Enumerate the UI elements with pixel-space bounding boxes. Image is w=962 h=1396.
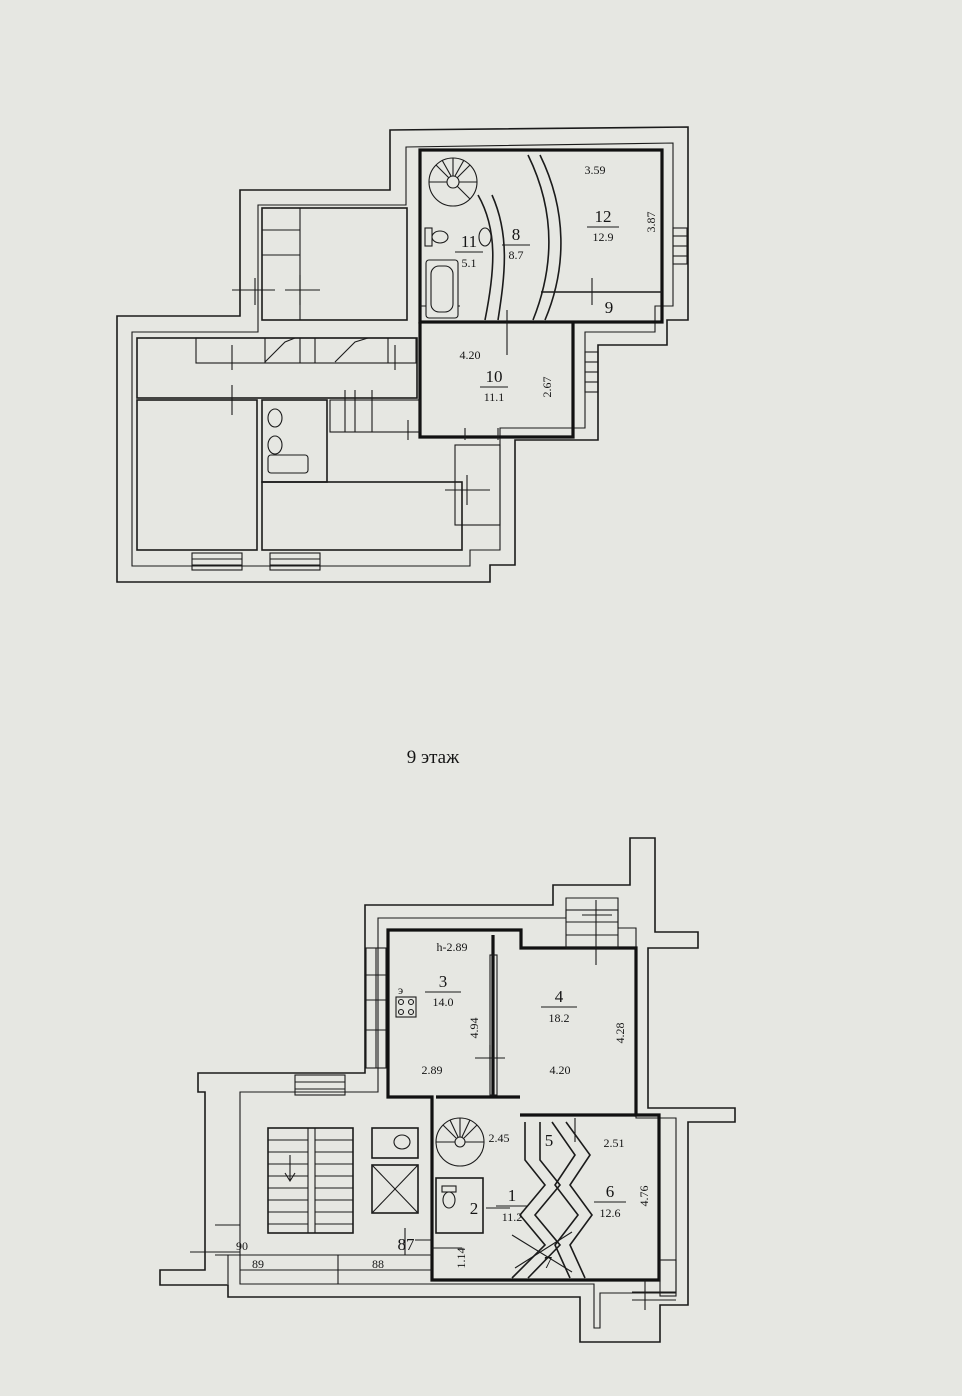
room-area: 12.6 — [600, 1206, 621, 1220]
lower-outer-wall — [159, 837, 736, 1343]
room-number: 12 — [595, 207, 612, 226]
room-label-11: 11 5.1 — [455, 232, 483, 270]
dimension-4-28: 4.28 — [613, 1023, 627, 1044]
dimension-h-2-89: h-2.89 — [437, 940, 468, 954]
room-label-1: 1 11.2 — [496, 1186, 528, 1224]
stove-icon — [395, 996, 417, 1018]
window-icon — [365, 947, 387, 1069]
curved-partition-8 — [477, 194, 494, 321]
toilet-icon — [424, 227, 449, 247]
zigzag-partition — [565, 1121, 593, 1279]
room-number: 10 — [486, 367, 503, 386]
room-number-89: 89 — [252, 1257, 264, 1271]
zigzag-partition — [511, 1122, 547, 1279]
dimension-4-94: 4.94 — [467, 1018, 481, 1039]
room-number: 4 — [555, 987, 564, 1006]
window-icon — [632, 1259, 677, 1310]
room-10-wall — [418, 322, 575, 439]
window-icon — [584, 351, 599, 393]
lower-floor-plan: э — [159, 837, 736, 1343]
upper-outer-wall — [116, 126, 689, 583]
room-area: 11.2 — [502, 1210, 523, 1224]
upper-inner-wall — [131, 142, 674, 567]
room-area: 8.7 — [509, 248, 524, 262]
sink-icon — [478, 227, 492, 247]
staircase-icon — [267, 1127, 354, 1234]
room-label-12: 12 12.9 — [587, 207, 619, 244]
door-marks — [464, 278, 593, 440]
curved-partition-8b — [491, 194, 506, 321]
bathtub-icon — [425, 259, 459, 319]
room-number-7: 7 — [544, 1253, 553, 1272]
spiral-stair-icon — [428, 157, 478, 207]
room-number-87: 87 — [398, 1235, 416, 1254]
room-label-6: 6 12.6 — [594, 1182, 626, 1220]
swing-mark — [511, 1234, 573, 1273]
room-number: 3 — [439, 972, 448, 991]
neighbour-rooms — [136, 207, 501, 551]
room-label-4: 4 18.2 — [541, 987, 577, 1025]
room-label-8: 8 8.7 — [502, 225, 530, 262]
curved-partition-12b — [539, 154, 562, 321]
dimension-4-20: 4.20 — [550, 1063, 571, 1077]
dimension-2-89: 2.89 — [422, 1063, 443, 1077]
window-icon — [191, 552, 243, 571]
room-area: 14.0 — [433, 995, 454, 1009]
room-number-90: 90 — [236, 1239, 248, 1253]
window-icon — [672, 227, 688, 265]
room-area: 18.2 — [549, 1011, 570, 1025]
room-number-9: 9 — [605, 298, 614, 317]
dimension-4-20: 4.20 — [460, 348, 481, 362]
chute-icon — [393, 1134, 411, 1150]
room-number: 1 — [508, 1186, 517, 1205]
toilet-icon — [441, 1185, 457, 1209]
swing-mark — [514, 1231, 573, 1269]
room-number: 8 — [512, 225, 521, 244]
room-label-3: 3 14.0 — [425, 972, 461, 1009]
room-number-2: 2 — [470, 1199, 479, 1218]
lower-apartment-wall — [386, 928, 661, 1282]
chute-box — [371, 1127, 419, 1159]
dimension-2-45: 2.45 — [489, 1131, 510, 1145]
zigzag-partition — [551, 1121, 580, 1279]
room-area: 12.9 — [593, 230, 614, 244]
dimension-4-76: 4.76 — [637, 1186, 651, 1207]
zigzag-partition — [527, 1122, 562, 1279]
stove-mark: э — [398, 983, 403, 997]
upper-apartment-wall — [418, 148, 664, 324]
room-number: 11 — [461, 232, 477, 251]
sliding-door — [489, 954, 498, 1096]
window-icon — [269, 552, 321, 571]
curved-partition-12 — [527, 154, 550, 321]
room-area: 5.1 — [462, 256, 477, 270]
room-number: 6 — [606, 1182, 615, 1201]
dimension-2-51: 2.51 — [604, 1136, 625, 1150]
dimension-2-67: 2.67 — [540, 377, 554, 398]
room-area: 11.1 — [484, 390, 505, 404]
window-icon — [294, 1074, 346, 1096]
upper-floor-plan: 11 5.1 8 8.7 12 12.9 9 10 11.1 3.59 3.87… — [116, 126, 689, 583]
room-label-10: 10 11.1 — [480, 367, 508, 404]
corridor-walls — [190, 1224, 462, 1284]
dimension-1-14: 1.14 — [454, 1248, 468, 1269]
bathroom-wall — [435, 1177, 484, 1234]
dimension-3-87: 3.87 — [644, 212, 658, 233]
elevator-icon — [371, 1164, 419, 1214]
dimension-3-59: 3.59 — [585, 163, 606, 177]
floor-caption: 9 этаж — [407, 747, 460, 768]
spiral-stair-icon — [435, 1117, 485, 1167]
room-number-88: 88 — [372, 1257, 384, 1271]
window-icon — [565, 900, 619, 965]
room-number-5: 5 — [545, 1131, 554, 1150]
